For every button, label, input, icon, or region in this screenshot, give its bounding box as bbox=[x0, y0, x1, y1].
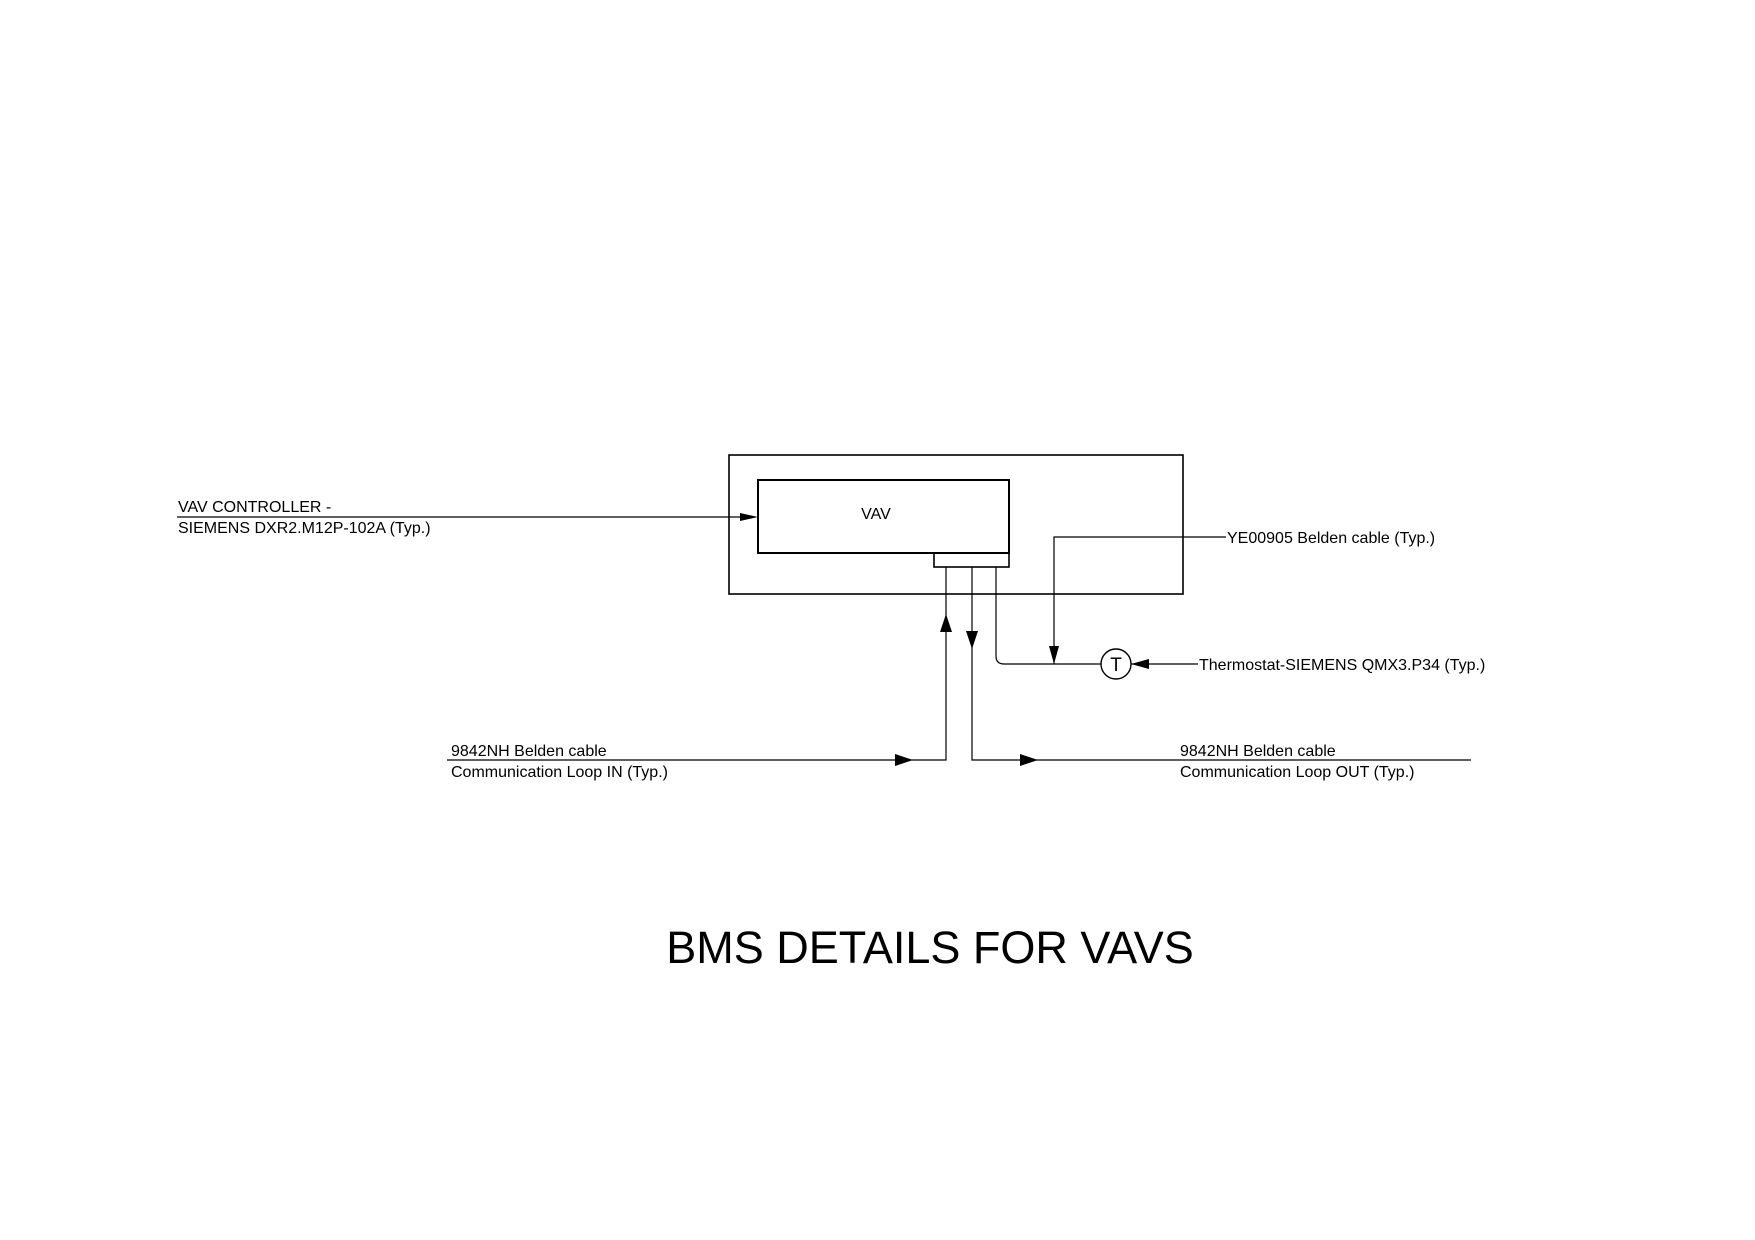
ye-cable-leader bbox=[1053, 536, 1226, 664]
loop-out-label-line2: Communication Loop OUT (Typ.) bbox=[1180, 764, 1414, 781]
loop-in-label-line2: Communication Loop IN (Typ.) bbox=[451, 764, 668, 781]
ye-cable-label: YE00905 Belden cable (Typ.) bbox=[1227, 530, 1435, 547]
enclosure-box bbox=[728, 454, 1184, 595]
loop-out-arrow-right bbox=[1020, 754, 1038, 766]
loop-in-arrow-right bbox=[895, 754, 913, 766]
controller-arrow bbox=[740, 513, 758, 521]
terminal-block bbox=[933, 552, 1010, 568]
ye-cable-arrow bbox=[1049, 646, 1059, 664]
drawing-title: BMS DETAILS FOR VAVS bbox=[666, 922, 1194, 973]
vav-label: VAV bbox=[861, 506, 891, 523]
loop-out-arrow-down bbox=[966, 631, 978, 649]
loop-in-cable bbox=[447, 567, 947, 761]
thermostat-arrow bbox=[1131, 659, 1149, 669]
loop-in-label-line1: 9842NH Belden cable bbox=[451, 743, 607, 760]
loop-in-arrow-up bbox=[940, 614, 952, 632]
thermostat-cable bbox=[995, 567, 1101, 665]
vav-box bbox=[757, 479, 1010, 554]
controller-label-line1: VAV CONTROLLER - bbox=[178, 499, 331, 516]
loop-out-label-line1: 9842NH Belden cable bbox=[1180, 743, 1336, 760]
thermostat-symbol-label: T bbox=[1110, 655, 1122, 676]
thermostat-label: Thermostat-SIEMENS QMX3.P34 (Typ.) bbox=[1199, 657, 1485, 674]
controller-label-line2: SIEMENS DXR2.M12P-102A (Typ.) bbox=[178, 520, 431, 537]
